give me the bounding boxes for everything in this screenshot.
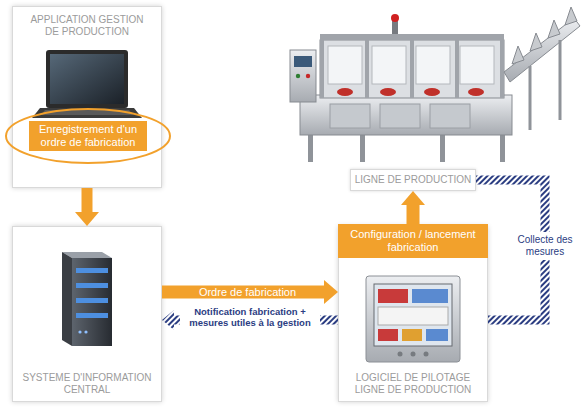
production-machine-illustration [430,104,470,128]
panel-caption: SYSTEME D'INFORMATION CENTRAL [17,372,157,396]
production-machine-illustration [530,33,542,51]
production-machine-illustration [308,128,313,162]
edge-label: Ordre de fabrication [175,286,320,299]
production-machine-illustration [529,66,532,130]
production-machine-illustration [500,128,505,162]
arrow-shaft [162,286,324,299]
production-machine-illustration [512,46,524,64]
production-machine-illustration [372,46,406,84]
production-machine-illustration [320,34,504,40]
production-machine-illustration [294,56,312,67]
application-panel: APPLICATION GESTION DE PRODUCTION Enregis… [12,6,162,188]
flow-arrow [162,280,338,304]
flow-arrow [75,188,99,226]
production-machine-illustration [410,34,414,98]
production-machine-illustration [440,128,445,162]
edge-banner-label: Configuration / lancement fabrication [338,224,488,258]
arrow-shaft [407,205,420,226]
panel-heading: APPLICATION GESTION DE PRODUCTION [27,14,147,38]
production-machine-illustration [320,34,324,98]
production-machine-illustration [548,20,560,38]
system-panel: SYSTEME D'INFORMATION CENTRAL [12,226,162,402]
flow-arrow [401,191,425,226]
production-machine-illustration [504,18,580,82]
production-machine-illustration [500,34,504,98]
line-label-box: LIGNE DE PRODUCTION [350,169,476,191]
production-machine-illustration [296,74,300,78]
production-machine-illustration [337,88,353,96]
process-ellipse: Enregistrement d'un ordre de fabrication [4,107,172,165]
production-machine-illustration [320,40,504,98]
edge-label: Collecte des mesures [516,232,574,260]
arrow-head [162,310,174,330]
arrow-shaft [82,188,93,212]
arrow-head [324,280,338,304]
production-machine-illustration [360,128,365,162]
production-machine-illustration [392,20,398,34]
arrow-head [401,191,425,205]
production-machine-illustration [416,46,450,84]
production-machine-illustration [290,50,316,102]
production-machine-illustration [391,14,399,22]
production-machine-illustration [306,74,310,78]
box-label: LIGNE DE PRODUCTION [355,170,472,190]
production-machine-illustration [380,88,396,96]
production-machine-illustration [468,88,484,96]
production-machine-illustration [565,7,577,25]
production-machine-illustration [424,88,440,96]
production-machine-illustration [365,34,369,98]
production-machine-illustration [330,104,370,128]
production-machine-illustration [300,95,512,135]
production-machine-illustration [559,40,562,120]
process-text: Enregistrement d'un ordre de fabrication [29,121,147,151]
edge-label: Notification fabrication + mesures utile… [180,305,320,329]
production-machine-illustration [380,104,420,128]
production-machine-illustration [328,46,362,84]
ellipse-outline [6,109,170,163]
arrow-head [75,212,99,226]
production-machine-illustration [290,7,580,162]
panel-caption: LOGICIEL DE PILOTAGE LIGNE DE PRODUCTION [343,372,483,396]
production-machine-illustration [460,46,494,84]
production-machine-illustration [455,34,459,98]
